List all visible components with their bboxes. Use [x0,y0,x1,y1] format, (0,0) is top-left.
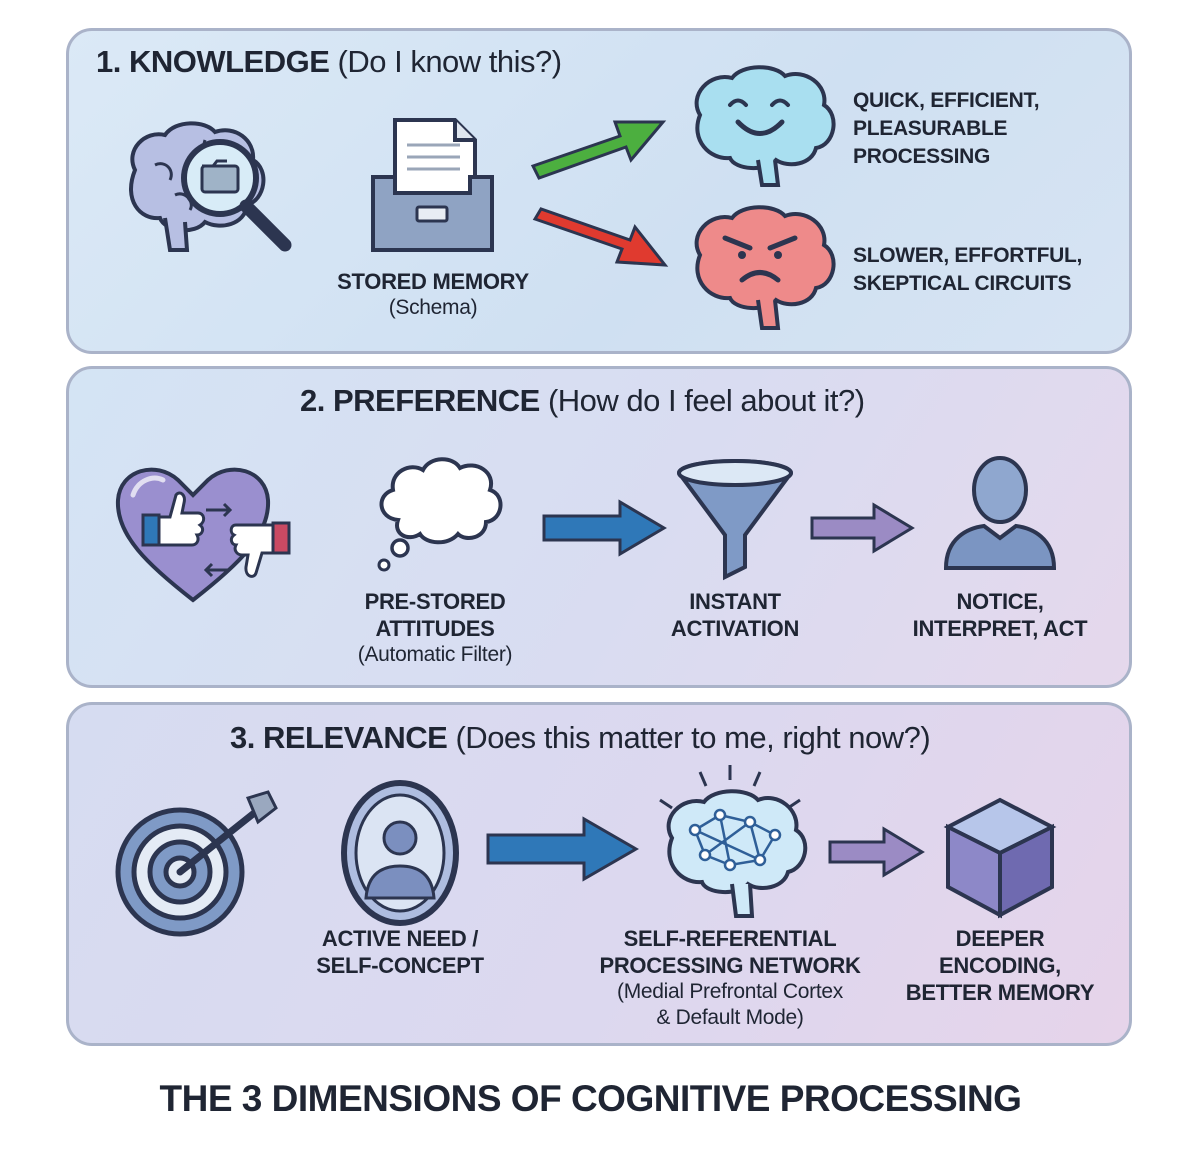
self-referential-label: SELF-REFERENTIAL PROCESSING NETWORK (Med… [599,926,861,1029]
heart-thumbs-icon [115,467,291,603]
relevance-title: 3. RELEVANCE (Does this matter to me, ri… [230,720,931,755]
happy-brain-icon [694,65,836,187]
green-arrow-icon [530,120,667,180]
blue-arrow-large-icon [486,816,640,882]
knowledge-title: 1. KNOWLEDGE (Do I know this?) [96,44,562,79]
stored-memory-label: STORED MEMORY (Schema) [337,269,529,319]
cube-icon [943,797,1057,919]
preference-title: 2. PREFERENCE (How do I feel about it?) [300,383,865,418]
purple-arrow-icon [810,502,915,554]
blue-arrow-icon [542,499,667,557]
network-brain-icon [659,765,808,918]
mirror-person-icon [341,780,459,926]
pre-stored-attitudes-label: PRE-STORED ATTITUDES (Automatic Filter) [357,589,513,666]
target-icon [115,790,278,937]
quick-processing-label: QUICK, EFFICIENT, PLEASURABLE PROCESSING [853,89,1040,168]
active-need-label: ACTIVE NEED / SELF-CONCEPT [316,926,484,978]
funnel-icon [677,459,793,581]
slow-processing-label: SLOWER, EFFORTFUL, SKEPTICAL CIRCUITS [853,244,1083,295]
purple-arrow-small-icon [828,826,925,878]
notice-interpret-label: NOTICE, INTERPRET, ACT [912,589,1088,641]
person-icon [943,456,1057,570]
angry-brain-icon [694,205,836,330]
deeper-encoding-label: DEEPER ENCODING, BETTER MEMORY [905,926,1095,1005]
red-arrow-icon [532,207,669,267]
file-drawer-icon [371,118,494,252]
instant-activation-label: INSTANT ACTIVATION [670,589,800,641]
brain-magnifier-icon [129,121,292,252]
thought-cloud-icon [377,457,503,572]
diagram-main-title: THE 3 DIMENSIONS OF COGNITIVE PROCESSING [159,1078,1022,1119]
